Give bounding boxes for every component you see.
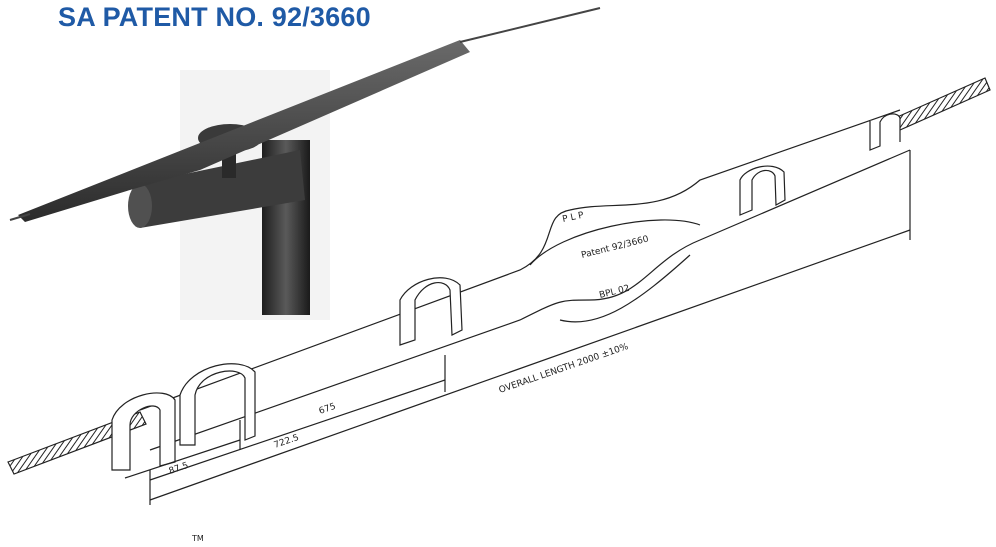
dim-line-overall <box>149 229 911 501</box>
line-spacer-drawing <box>7 77 991 505</box>
spacer-arm <box>18 40 470 222</box>
spacer-body-bottom <box>149 149 911 451</box>
label-patent: Patent 92/3660 <box>580 234 650 260</box>
bulb-crease <box>529 219 701 266</box>
label-code: BPL 02 <box>598 284 630 301</box>
clip-1 <box>111 392 176 471</box>
post-end <box>128 184 152 228</box>
clip-2 <box>179 363 256 446</box>
patent-title: SA PATENT NO. 92/3660 <box>58 2 371 32</box>
fence-pole-photo <box>9 7 601 320</box>
dim-line-675 <box>149 379 446 481</box>
crossbar-post <box>132 150 305 228</box>
label-dim-675: 675 <box>318 402 338 417</box>
label-tm: TM <box>191 534 204 543</box>
clip-4 <box>739 165 786 216</box>
label-plp: P L P <box>562 211 586 225</box>
cable-right <box>894 77 991 131</box>
spacer-body-top <box>139 109 901 411</box>
photo-wire-left <box>9 213 31 221</box>
dim-line-875 <box>124 439 241 479</box>
bulb-lower <box>559 254 691 323</box>
clip-3 <box>399 277 463 346</box>
clip-5 <box>869 113 901 151</box>
photo-wire <box>459 7 601 43</box>
